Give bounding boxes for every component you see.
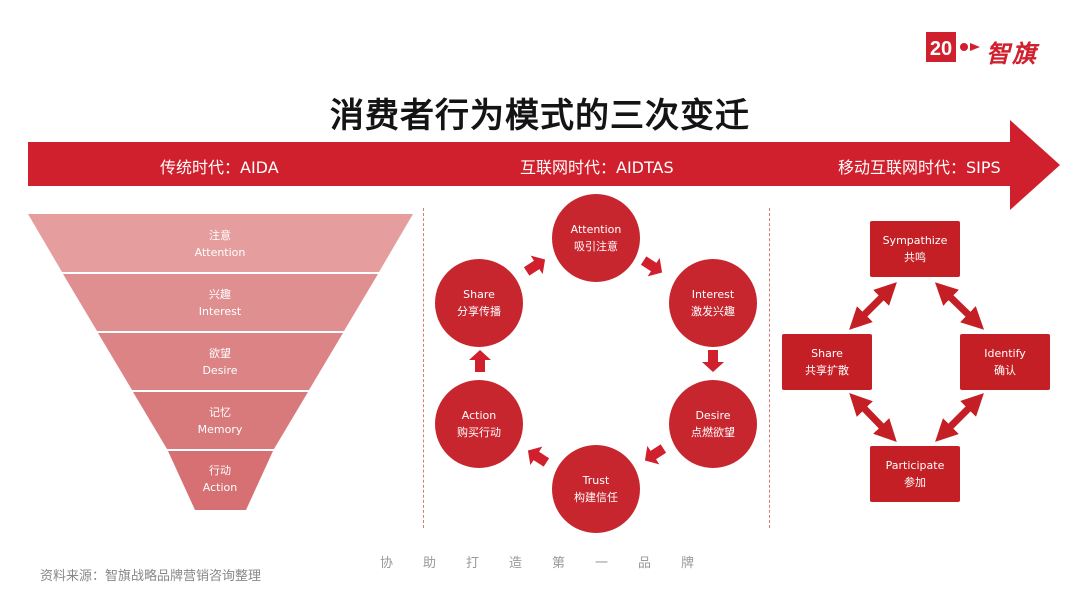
slogan-char: 协 bbox=[380, 556, 394, 571]
slogan-char: 打 bbox=[466, 556, 480, 571]
section-divider bbox=[769, 208, 770, 528]
slogan-char: 助 bbox=[423, 556, 437, 571]
anniversary-20-logo-icon: 20 bbox=[926, 32, 980, 62]
cycle-arrow-trust-action-icon bbox=[527, 446, 550, 467]
cycle-arrow-interest-desire-icon bbox=[702, 350, 724, 372]
cycle-arrow-action-share-icon bbox=[469, 350, 491, 372]
slogan-char: 造 bbox=[509, 556, 523, 571]
sips-arrow-share-participate-icon bbox=[849, 392, 897, 443]
funnel-layer-action bbox=[168, 451, 273, 510]
brand-logo: 20 智旗 bbox=[924, 26, 1054, 70]
slogan-char: 第 bbox=[552, 556, 566, 571]
funnel-layer-attention bbox=[28, 214, 413, 272]
funnel-layer-memory bbox=[133, 392, 308, 449]
slogan-char: 牌 bbox=[681, 556, 695, 571]
section-divider bbox=[423, 208, 424, 528]
sips-arrow-identify-participate-icon bbox=[935, 393, 984, 442]
era-label-mobile: 移动互联网时代：SIPS bbox=[838, 158, 1001, 177]
cycle-arrow-share-attention-icon bbox=[523, 255, 546, 276]
sips-arrow-sympathize-identify-icon bbox=[934, 282, 985, 330]
logo-brand-text: 智旗 bbox=[986, 39, 1038, 68]
cycle-arrow-attention-interest-icon bbox=[640, 256, 663, 277]
logo-number: 20 bbox=[930, 38, 952, 60]
slogan: 协助打造第一品牌 bbox=[380, 552, 724, 571]
funnel-layer-interest bbox=[63, 274, 378, 331]
source-note: 资料来源：智旗战略品牌营销咨询整理 bbox=[40, 569, 262, 584]
cycle-arrow-desire-trust-icon bbox=[644, 444, 667, 465]
funnel-layer-desire bbox=[98, 333, 343, 390]
slogan-char: 品 bbox=[638, 556, 652, 571]
aida-funnel bbox=[28, 214, 413, 510]
era-label-traditional: 传统时代：AIDA bbox=[160, 158, 279, 177]
timeline-arrow bbox=[28, 120, 1060, 210]
slogan-char: 一 bbox=[595, 556, 609, 571]
sips-arrow-sympathize-share-icon bbox=[849, 282, 897, 330]
page-title: 消费者行为模式的三次变迁 bbox=[330, 96, 750, 136]
era-label-internet: 互联网时代：AIDTAS bbox=[520, 158, 674, 177]
